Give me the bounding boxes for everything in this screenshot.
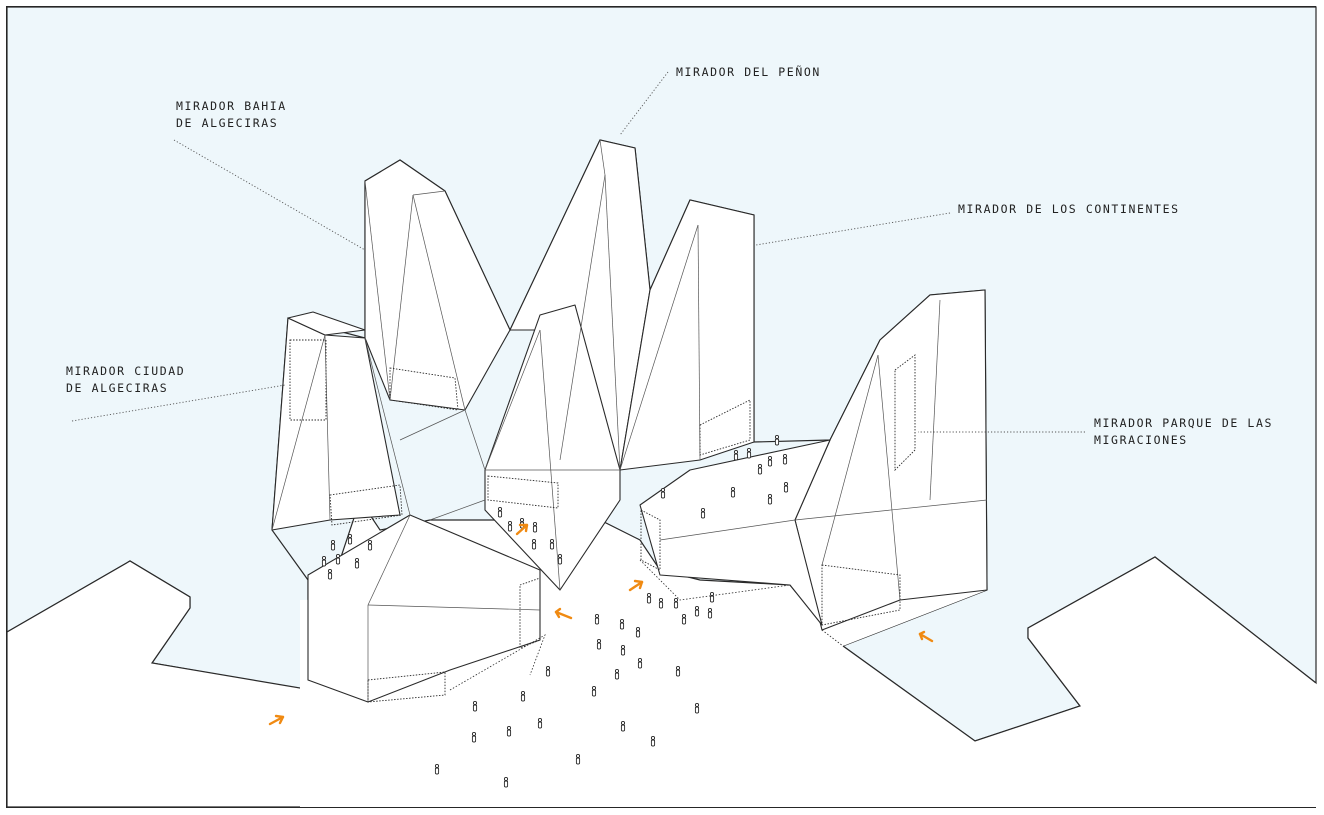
leader-lines: [71, 71, 1085, 433]
person-figure: [557, 553, 563, 565]
entry-arrows: [268, 523, 934, 726]
person-figure: [367, 539, 373, 551]
person-figure: [774, 434, 780, 446]
person-figure: [327, 568, 333, 580]
person-figure: [746, 447, 752, 459]
person-figure: [506, 725, 512, 737]
person-figure: [733, 449, 739, 461]
person-figure: [635, 626, 641, 638]
facet-lines: [271, 139, 988, 702]
arrow-icon: [554, 607, 573, 620]
person-figure: [594, 613, 600, 625]
label-mirador-penon: MIRADOR DEL PEÑON: [676, 64, 821, 81]
leader-continentes: [755, 212, 951, 246]
label-parque-line-1: MIRADOR PARQUE DE LAS: [1094, 416, 1273, 430]
person-figure: [532, 521, 538, 533]
person-figure: [575, 753, 581, 765]
tower-bahia: [364, 159, 511, 411]
person-figure: [694, 605, 700, 617]
person-figure: [472, 700, 478, 712]
building: [271, 139, 988, 703]
person-figure: [709, 591, 715, 603]
person-figure: [619, 618, 625, 630]
label-mirador-parque: MIRADOR PARQUE DE LAS MIGRACIONES: [1094, 415, 1273, 449]
label-mirador-ciudad: MIRADOR CIUDAD DE ALGECIRAS: [66, 363, 185, 397]
person-figure: [531, 538, 537, 550]
person-figure: [694, 702, 700, 714]
person-figure: [660, 487, 666, 499]
arrow-icon: [918, 630, 934, 643]
window-frames: [289, 339, 916, 703]
arrow-icon: [515, 523, 529, 536]
land-center: [300, 557, 1316, 807]
person-figure: [658, 597, 664, 609]
person-figure: [646, 592, 652, 604]
person-figure: [347, 533, 353, 545]
person-figure: [545, 665, 551, 677]
label-bahia-line-1: MIRADOR BAHIA: [176, 99, 287, 113]
label-mirador-bahia: MIRADOR BAHIA DE ALGECIRAS: [176, 98, 287, 132]
label-parque-line-2: MIGRACIONES: [1094, 433, 1188, 447]
person-figure: [335, 553, 341, 565]
person-figure: [730, 486, 736, 498]
land-left: [6, 560, 313, 808]
person-figure: [549, 538, 555, 550]
person-figure: [354, 557, 360, 569]
person-figure: [673, 597, 679, 609]
person-figure: [675, 665, 681, 677]
person-figure: [707, 607, 713, 619]
person-figure: [767, 455, 773, 467]
person-figure: [596, 638, 602, 650]
front-block: [307, 514, 541, 703]
person-figure: [503, 776, 509, 788]
person-figure: [757, 463, 763, 475]
right-wing: [639, 439, 831, 626]
leader-ciudad: [71, 384, 286, 422]
label-bahia-line-2: DE ALGECIRAS: [176, 116, 279, 130]
person-figure: [330, 539, 336, 551]
label-ciudad-line-1: MIRADOR CIUDAD: [66, 364, 186, 378]
person-figure: [767, 493, 773, 505]
label-ciudad-line-2: DE ALGECIRAS: [66, 381, 169, 395]
arrow-icon: [268, 714, 285, 726]
coast-right: [842, 556, 1317, 742]
person-figure: [519, 517, 525, 529]
person-figure: [681, 613, 687, 625]
label-continentes-line: MIRADOR DE LOS CONTINENTES: [958, 202, 1180, 216]
person-figure: [650, 735, 656, 747]
person-figure: [637, 657, 643, 669]
person-figure: [783, 481, 789, 493]
person-figure: [620, 720, 626, 732]
person-figure: [507, 520, 513, 532]
label-mirador-continentes: MIRADOR DE LOS CONTINENTES: [958, 201, 1180, 218]
person-figure: [497, 506, 503, 518]
person-figure: [471, 731, 477, 743]
person-figure: [782, 453, 788, 465]
person-figure: [520, 690, 526, 702]
arrow-icon: [628, 579, 644, 592]
person-figure: [321, 555, 327, 567]
person-figure: [537, 717, 543, 729]
person-figure: [434, 763, 440, 775]
plaza-outlines: [449, 559, 844, 691]
person-figure: [614, 668, 620, 680]
leader-penon: [619, 71, 669, 136]
people: [321, 434, 789, 788]
person-figure: [591, 685, 597, 697]
person-figure: [620, 644, 626, 656]
person-figure: [700, 507, 706, 519]
tower-center: [484, 304, 621, 591]
label-penon-line: MIRADOR DEL PEÑON: [676, 65, 821, 79]
